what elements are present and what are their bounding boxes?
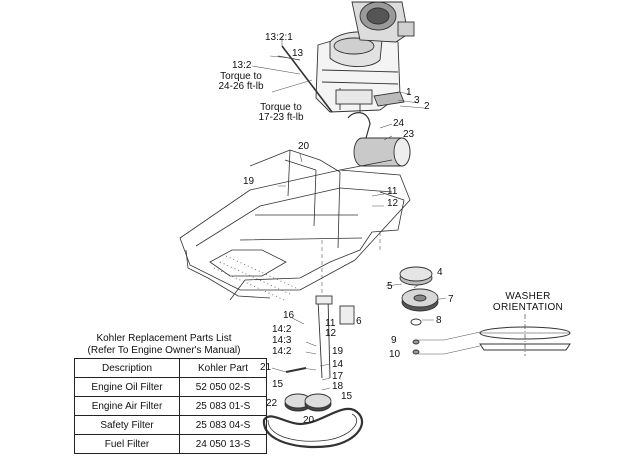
row-part-number: 24 050 13-S <box>179 434 267 454</box>
table-row: Engine Air Filter 25 083 01-S <box>74 396 267 416</box>
callout-20-top: 20 <box>298 141 310 152</box>
table-header-row: Description Kohler Part <box>74 358 267 378</box>
table-row: Fuel Filter 24 050 13-S <box>74 434 267 454</box>
parts-list-table: Description Kohler Part Engine Oil Filte… <box>74 358 267 454</box>
callout-12-top: 12 <box>387 198 399 209</box>
callout-11-top: 11 <box>387 186 398 197</box>
callout-7: 7 <box>448 294 454 305</box>
callout-23: 23 <box>403 129 415 140</box>
callout-2: 2 <box>424 101 430 112</box>
torque-note-17-23-line1: Torque to <box>260 102 302 113</box>
washer-orientation-detail <box>479 314 571 356</box>
callout-24: 24 <box>393 118 405 129</box>
torque-note-24-26-line2: 24-26 ft-lb <box>218 81 264 92</box>
row-part-number: 52 050 02-S <box>179 377 267 397</box>
torque-note-24-26-line1: Torque to <box>220 71 262 82</box>
callout-14-3: 14:3 <box>272 335 292 346</box>
callout-17: 17 <box>332 371 344 382</box>
callout-14-2-b: 14:2 <box>272 346 292 357</box>
callout-13-2: 13:2 <box>232 60 252 71</box>
callout-1: 1 <box>406 87 412 98</box>
leader-lines <box>251 36 481 391</box>
callout-22: 22 <box>266 398 278 409</box>
row-part-number: 25 083 01-S <box>179 396 267 416</box>
callout-6: 6 <box>356 316 362 327</box>
header-description: Description <box>74 358 180 378</box>
parts-list-title: Kohler Replacement Parts List (Refer To … <box>64 333 264 357</box>
row-part-number: 25 083 04-S <box>179 415 267 435</box>
washer-title-line1: WASHER <box>505 291 551 302</box>
callout-10: 10 <box>389 349 401 360</box>
callout-8: 8 <box>436 315 442 326</box>
row-description: Engine Oil Filter <box>74 377 180 397</box>
washer-title-line2: ORIENTATION <box>492 302 564 313</box>
drive-belt <box>262 407 364 449</box>
header-kohler-part: Kohler Part <box>179 358 267 378</box>
table-row: Engine Oil Filter 52 050 02-S <box>74 377 267 397</box>
callout-15-left: 15 <box>272 379 284 390</box>
callout-4: 4 <box>437 267 443 278</box>
muffler-drawing <box>347 112 411 167</box>
callout-19-bottom: 19 <box>332 346 344 357</box>
washer-orientation-title: WASHER ORIENTATION <box>478 291 578 313</box>
callout-5: 5 <box>387 281 393 292</box>
callout-14-2-a: 14:2 <box>272 324 292 335</box>
parts-list-title-line2: (Refer To Engine Owner's Manual) <box>87 345 241 356</box>
callout-20-bottom: 20 <box>303 415 315 426</box>
pulley-parts <box>284 266 439 412</box>
callout-16: 16 <box>283 310 295 321</box>
callout-9: 9 <box>391 335 397 346</box>
callout-12-bottom: 12 <box>325 328 337 339</box>
row-description: Fuel Filter <box>74 434 180 454</box>
callout-13-2-1: 13:2:1 <box>265 32 293 43</box>
callout-3: 3 <box>414 95 420 106</box>
torque-note-17-23-line2: 17-23 ft-lb <box>258 112 304 123</box>
table-row: Safety Filter 25 083 04-S <box>74 415 267 435</box>
callout-15-right: 15 <box>341 391 353 402</box>
callout-19-top: 19 <box>243 176 255 187</box>
callout-14: 14 <box>332 359 344 370</box>
engine-drawing <box>315 1 415 113</box>
callout-18: 18 <box>332 381 344 392</box>
row-description: Engine Air Filter <box>74 396 180 416</box>
drive-shaft <box>281 45 333 113</box>
callout-11-bottom: 11 <box>325 318 336 329</box>
callout-13: 13 <box>292 48 304 59</box>
parts-list-title-line1: Kohler Replacement Parts List <box>96 333 232 344</box>
frame-plate-holes <box>213 255 297 301</box>
row-description: Safety Filter <box>74 415 180 435</box>
mower-frame <box>179 149 411 301</box>
